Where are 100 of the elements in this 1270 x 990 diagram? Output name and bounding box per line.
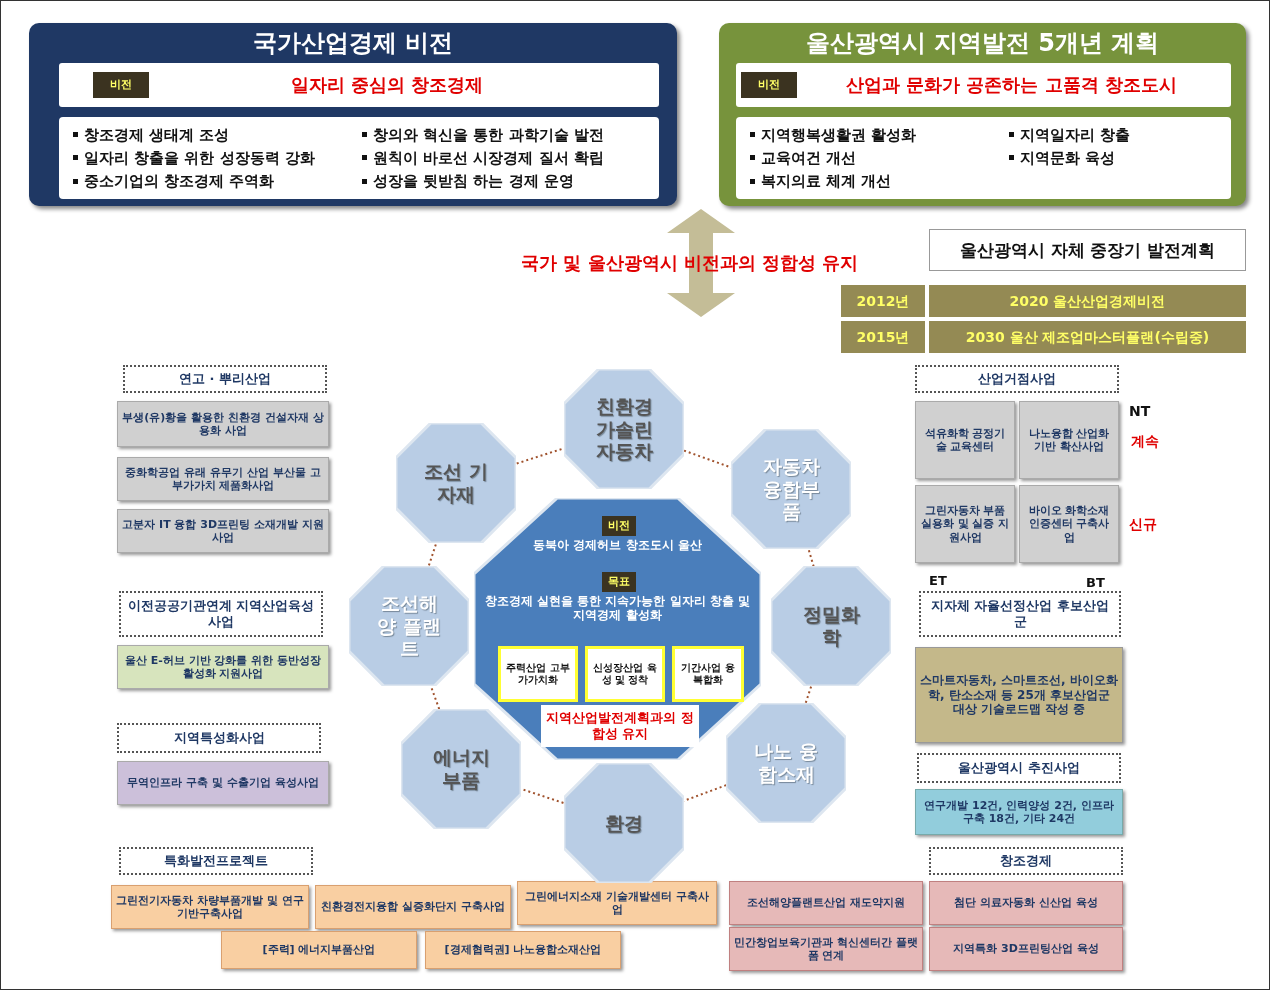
bullet-item: 지역행복생활권 활성화 xyxy=(761,125,917,144)
strategy-box xyxy=(585,646,665,702)
strategy-text: 신성장산업 육성 및 정착 xyxy=(592,662,658,686)
category-header xyxy=(117,723,321,753)
tag-label xyxy=(93,72,149,98)
bullet-item: 원칙이 바로선 시장경제 질서 확립 xyxy=(373,149,604,167)
category-header xyxy=(919,591,1121,637)
tag-label xyxy=(602,516,636,536)
vision-statement: 산업과 문화가 공존하는 고품격 창조도시 xyxy=(845,74,1178,96)
project-text: 무역인프라 구축 및 수출기업 육성사업 xyxy=(127,776,319,790)
project-box xyxy=(929,927,1123,971)
bullet-item: 일자리 창출을 위한 성장동력 강화 xyxy=(84,149,315,167)
plan-text: 2012년 xyxy=(856,292,910,310)
category-tag: BT xyxy=(1086,575,1105,590)
project-text: 스마트자동차, 스마트조선, 바이오화학, 탄소소재 등 25개 후보산업군 대상 기술로드맵 작성 중 xyxy=(920,673,1118,717)
category-title: 이전공공기관연계 지역산업육성사업 xyxy=(126,598,316,630)
industry-octagon xyxy=(731,429,851,549)
project-box xyxy=(117,401,329,447)
project-text: 나노융합 산업화 기반 확산사업 xyxy=(1027,426,1111,454)
category-header xyxy=(119,847,313,875)
project-box xyxy=(915,485,1015,563)
bullet-item: 창의와 혁신을 통한 과학기술 발전 xyxy=(373,125,604,144)
vision-panel xyxy=(29,23,677,206)
vision-banner xyxy=(736,63,1231,107)
project-text: 부생(유)황을 활용한 친환경 건설자재 상용화 사업 xyxy=(122,410,324,438)
bullet-list-box xyxy=(736,117,1231,199)
project-text: 그린에너지소재 기술개발센터 구축사업 xyxy=(524,889,710,917)
category-header xyxy=(119,591,323,637)
project-box xyxy=(1019,485,1119,563)
project-box xyxy=(729,927,923,971)
category-header xyxy=(929,847,1123,875)
industry-octagon xyxy=(564,763,684,883)
industry-name: 환경 xyxy=(605,811,643,835)
vision-text: 동북아 경제허브 창조도시 울산 xyxy=(532,538,703,553)
plan-text: 2020 울산산업경제비전 xyxy=(1009,292,1166,310)
panel-title: 울산광역시 지역발전 5개년 계획 xyxy=(804,29,1161,58)
project-text: 바이오 화학소재 인증센터 구축사업 xyxy=(1027,504,1111,544)
vision-statement: 일자리 중심의 창조경제 xyxy=(290,74,484,96)
project-text: 민간창업보육기관과 혁신센터간 플랫폼 연계 xyxy=(734,935,918,963)
project-box xyxy=(915,789,1123,835)
plan-box xyxy=(929,229,1246,271)
plan-cell xyxy=(841,321,925,353)
bullet-item: 복지의료 체계 개선 xyxy=(761,172,892,191)
category-title: 지자체 자율선정산업 후보산업군 xyxy=(929,598,1111,630)
category-tag: ET xyxy=(929,573,947,588)
category-title: 울산광역시 추진사업 xyxy=(958,760,1080,776)
project-box xyxy=(929,881,1123,925)
tag-label xyxy=(602,572,636,592)
panel-title: 국가산업경제 비전 xyxy=(251,29,455,58)
project-box xyxy=(221,931,417,969)
project-box xyxy=(729,881,923,925)
category-title: 특화발전프로젝트 xyxy=(164,853,268,869)
category-title: 창조경제 xyxy=(1000,853,1052,869)
project-box xyxy=(315,885,511,929)
industry-name: 조선해양 플랜트 xyxy=(376,591,442,661)
tag-text: 비전 xyxy=(758,78,780,92)
vision-panel xyxy=(719,23,1246,206)
tag-text: 비전 xyxy=(608,519,630,533)
industry-name: 정밀화학 xyxy=(801,603,861,649)
plan-title: 울산광역시 자체 중장기 발전계획 xyxy=(959,239,1216,261)
bullet-item: 교육여건 개선 xyxy=(761,149,857,167)
project-text: [경제협력권] 나노융합소재산업 xyxy=(444,943,602,957)
project-text: 친환경전지융합 실증화단지 구축사업 xyxy=(321,900,505,914)
category-header xyxy=(917,753,1121,783)
tag-text: 목표 xyxy=(608,575,630,589)
plan-cell xyxy=(929,285,1246,317)
alignment-note: 국가 및 울산광역시 비전과의 정합성 유지 xyxy=(521,251,859,275)
project-text: 울산 E-허브 기반 강화를 위한 동반성장 활성화 지원사업 xyxy=(123,653,323,681)
project-text: 그린전기자동차 차량부품개발 및 연구기반구축사업 xyxy=(116,893,304,921)
bullet-item: 성장을 뒷받침 하는 경제 운영 xyxy=(373,172,574,191)
project-box xyxy=(117,645,329,689)
project-box xyxy=(915,647,1123,743)
industry-name: 에너지 부품 xyxy=(431,746,491,792)
project-text: 석유화학 공정기술 교육센터 xyxy=(923,426,1007,454)
industry-octagon xyxy=(401,709,521,829)
project-box xyxy=(111,885,309,929)
project-text: 그린자동차 부품실용화 및 실증 지원사업 xyxy=(920,504,1010,544)
industry-name: 자동차 융합부품 xyxy=(761,454,821,524)
project-text: 조선해양플랜트산업 재도약지원 xyxy=(747,896,905,910)
plan-text: 2030 울산 제조업마스터플랜(수립중) xyxy=(965,328,1210,346)
industry-octagon xyxy=(726,703,846,823)
status-label: 신규 xyxy=(1129,516,1157,534)
industry-octagon xyxy=(396,423,516,543)
bullet-list-box xyxy=(59,117,659,199)
category-title: 산업거점사업 xyxy=(978,371,1056,387)
tag-text: 비전 xyxy=(110,78,132,92)
bullet-item: 창조경제 생태계 조성 xyxy=(84,125,230,144)
project-box xyxy=(425,931,621,969)
category-title: 연고 · 뿌리산업 xyxy=(179,371,271,387)
industry-name: 친환경 가솔린 자동차 xyxy=(594,394,654,464)
project-text: 중화학공업 유래 유무기 산업 부산물 고부가가치 제품화사업 xyxy=(124,465,322,493)
plan-cell xyxy=(929,321,1246,353)
project-box xyxy=(117,457,329,501)
plan-text: 2015년 xyxy=(856,328,910,346)
category-header xyxy=(123,365,327,393)
bullet-item: 지역일자리 창출 xyxy=(1020,125,1131,144)
industry-octagon xyxy=(564,369,684,489)
tag-label xyxy=(741,72,797,98)
project-box xyxy=(117,761,329,805)
vision-text: 창조경제 실현을 통한 지속가능한 일자리 창출 및 지역경제 활성화 xyxy=(483,594,752,623)
